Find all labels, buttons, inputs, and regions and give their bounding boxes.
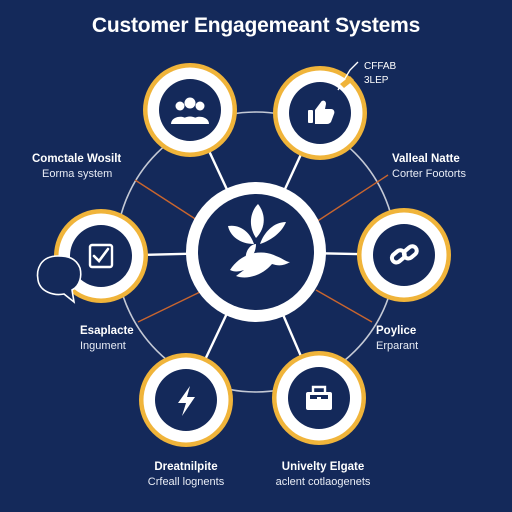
label-mid-left-subtitle: Ingument (80, 340, 126, 352)
label-top-left-title: Comctale Wosilt (32, 153, 122, 165)
label-top-right-title: Valleal Natte (392, 153, 460, 165)
node-bottom-left (139, 353, 233, 447)
hub-node (186, 182, 326, 322)
thumbs-up-icon (308, 100, 335, 124)
checkbox-icon (88, 243, 114, 269)
accent-lines (134, 174, 389, 323)
label-mid-right: Poylice Erparant (376, 324, 418, 354)
label-bottom-right-title: Univelty Elgate (281, 461, 365, 473)
link-chain-icon (389, 244, 419, 265)
label-top-left: Comctale Wosilt Eorma system (32, 152, 121, 182)
label-top-right: Valleal Natte Corter Footorts (392, 152, 466, 182)
callout-line-1: CFFAB (364, 61, 397, 72)
label-bottom-left: Dreatnilpite Crfeall lognents (116, 460, 256, 490)
leaf-bird-icon (228, 204, 290, 278)
briefcase-icon (306, 385, 332, 410)
node-bottom-right (272, 351, 366, 445)
lightning-bolt-icon (178, 386, 195, 416)
people-group-icon (171, 97, 209, 124)
label-top-right-subtitle: Corter Footorts (392, 168, 466, 180)
label-mid-right-title: Poylice (376, 325, 417, 337)
callout-leader (337, 61, 359, 91)
label-mid-right-subtitle: Erparant (376, 340, 419, 352)
callout-text: CFFAB 3LEP (364, 60, 396, 88)
label-bottom-left-subtitle: Crfeall lognents (147, 476, 225, 488)
label-bottom-right: Univelty Elgate aclent cotlaogenets (256, 460, 390, 490)
label-mid-left-title: Esaplacte (80, 325, 134, 337)
callout-line-2: 3LEP (364, 75, 389, 86)
label-bottom-right-subtitle: aclent cotlaogenets (275, 476, 371, 488)
node-top-left (143, 63, 237, 157)
label-bottom-left-title: Dreatnilpite (154, 461, 218, 473)
label-mid-left: Esaplacte Ingument (80, 324, 134, 354)
node-mid-right (357, 208, 451, 302)
page-title: Customer Engagemeant Systems (91, 14, 421, 37)
speech-bubble-icon (36, 255, 82, 304)
node-top-right (273, 66, 367, 160)
label-top-left-subtitle: Eorma system (42, 168, 113, 180)
